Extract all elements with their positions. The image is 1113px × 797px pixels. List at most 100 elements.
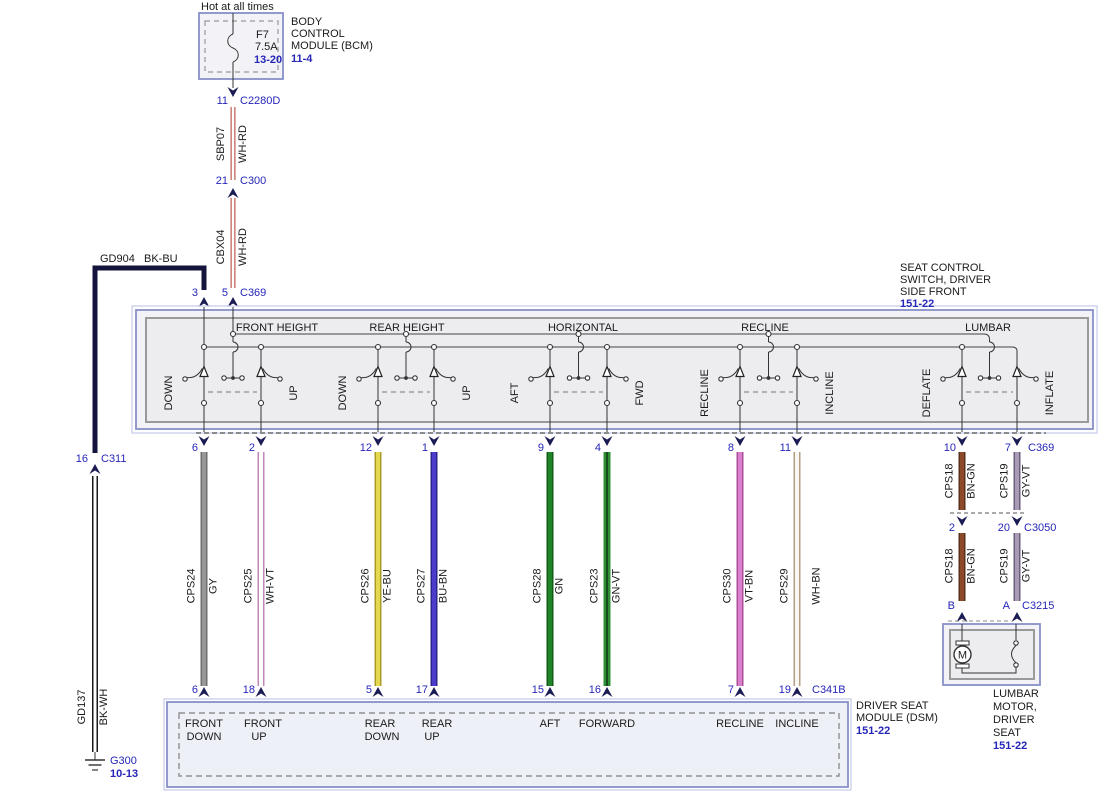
switch-position-label: UP xyxy=(288,385,300,400)
wire-circuit-label: CPS27 xyxy=(416,569,428,604)
ground-circuit-label: GD904 xyxy=(100,253,135,265)
wire-color-label: VT-BN xyxy=(744,570,756,602)
dsm-page-ref-link[interactable]: 151-22 xyxy=(856,725,890,737)
ground-page-ref-link[interactable]: 10-13 xyxy=(110,768,138,780)
hot-at-all-times-label: Hot at all times xyxy=(201,1,274,13)
bcm-page-ref-link[interactable]: 11-4 xyxy=(291,53,313,65)
wire-circuit-label: CPS18 xyxy=(944,549,956,584)
pin-label: 10 xyxy=(944,442,956,454)
dsm-label: AFT xyxy=(540,718,561,730)
arrow-up-icon xyxy=(198,297,210,307)
arrow-down-icon xyxy=(227,87,239,97)
motor-contact-arc xyxy=(1011,645,1017,664)
seat-control-switch-box: SEAT CONTROL SWITCH, DRIVER SIDE FRONT 1… xyxy=(131,262,1098,434)
dsm-label: RECLINE xyxy=(716,718,764,730)
wire-circuit-label: CPS19 xyxy=(999,549,1011,584)
switch-section-horizontal[interactable]: AFT FWD xyxy=(509,330,646,433)
dsm-label: DOWN xyxy=(365,731,400,743)
lumbar-branch: CPS18 BN-GN CPS19 GY-VT 2 20 C3050 CPS18… xyxy=(944,452,1056,622)
wire-color-label: YE-BU xyxy=(382,569,394,603)
pin-3-label: 3 xyxy=(192,287,198,299)
dsm-label: UP xyxy=(424,731,439,743)
connector-c300-link[interactable]: C300 xyxy=(240,175,266,187)
ground-color-label: BK-BU xyxy=(144,253,178,265)
wire-circuit-label: CPS28 xyxy=(532,569,544,604)
switch-label-line3: SIDE FRONT xyxy=(900,286,967,298)
pin-label: 20 xyxy=(998,522,1010,534)
bcm-name-line2: CONTROL xyxy=(291,28,345,40)
pin-label: 2 xyxy=(949,522,955,534)
pin-label: 6 xyxy=(192,442,198,454)
lumbar-motor-label-line4: SEAT xyxy=(993,727,1021,739)
arrow-up-icon xyxy=(198,687,210,697)
connector-c3215-link[interactable]: C3215 xyxy=(1022,600,1054,612)
switch-section-lumbar[interactable]: DEFLATE INFLATE xyxy=(921,339,1056,433)
wire-circuit-label: CPS29 xyxy=(779,569,791,604)
wire-color-label: WH-RD xyxy=(237,125,249,163)
wire-color-label: BK-WH xyxy=(98,689,110,726)
section-title: HORIZONTAL xyxy=(548,322,618,334)
switch-position-label: INFLATE xyxy=(1044,371,1056,415)
pin-label: 17 xyxy=(416,684,428,696)
lumbar-motor-page-ref-link[interactable]: 151-22 xyxy=(993,740,1027,752)
connector-c3050-link[interactable]: C3050 xyxy=(1024,522,1056,534)
arrow-down-icon xyxy=(198,436,210,446)
pin-label: 16 xyxy=(589,684,601,696)
pin-16-label: 16 xyxy=(76,453,88,465)
dsm-box-inner-dashed xyxy=(178,712,840,777)
pin-label: 5 xyxy=(366,684,372,696)
pin-11-label: 11 xyxy=(217,95,228,107)
dsm-label: FORWARD xyxy=(579,718,635,730)
fuse-box-inner-dashed xyxy=(204,20,279,73)
main-wire-runs: CPS24 GY CPS25 WH-VT CPS26 YE-BU CPS27 B… xyxy=(186,452,823,686)
wire-color-label: GY xyxy=(208,577,220,594)
wire-circuit-label: CPS19 xyxy=(999,464,1011,499)
pin-label: 19 xyxy=(779,684,791,696)
wire-color-label: BU-BN xyxy=(438,569,450,603)
dsm-name-line2: MODULE (DSM) xyxy=(856,712,938,724)
wire-circuit-label: CPS18 xyxy=(944,464,956,499)
motor-letter: M xyxy=(958,650,967,662)
switch-section-recline[interactable]: RECLINE INCLINE xyxy=(699,330,836,433)
ground-branch: GD904 BK-BU 16 C311 GD137 BK-WH G300 10-… xyxy=(76,253,207,780)
arrow-up-icon xyxy=(227,297,239,307)
wire-circuit-label: CPS23 xyxy=(589,569,601,604)
arrow-down-icon xyxy=(956,516,968,526)
dsm-label: UP xyxy=(251,731,266,743)
section-title: RECLINE xyxy=(741,322,789,334)
bcm-name-line1: BODY xyxy=(291,16,323,28)
connector-c341b-link[interactable]: C341B xyxy=(812,684,846,696)
bcm-fuse-block: Hot at all times F7 7.5A 13-20 BODY CONT… xyxy=(198,1,373,88)
switch-position-label: AFT xyxy=(509,382,521,403)
ground-symbol-icon xyxy=(85,752,105,771)
dsm-label: REAR xyxy=(422,718,453,730)
wire-circuit-label: CPS30 xyxy=(722,569,734,604)
pin-label: 7 xyxy=(1005,442,1011,454)
fuse-name: F7 xyxy=(256,29,269,41)
switch-label-line1: SEAT CONTROL xyxy=(900,262,985,274)
switch-position-label: INCLINE xyxy=(824,371,836,414)
connector-c311-link[interactable]: C311 xyxy=(101,453,126,465)
switch-position-label: UP xyxy=(461,385,473,400)
arrow-up-icon xyxy=(227,188,239,198)
connector-c369-top-link[interactable]: C369 xyxy=(240,287,266,299)
dsm-box xyxy=(166,701,849,788)
connector-c369-link[interactable]: C369 xyxy=(1028,442,1054,454)
connector-c2280d-link[interactable]: C2280D xyxy=(240,95,280,107)
fuse-symbol xyxy=(227,33,239,63)
section-title: FRONT HEIGHT xyxy=(236,322,319,334)
lumbar-motor-label-line3: DRIVER xyxy=(993,714,1035,726)
switch-section-front-height[interactable]: DOWN UP xyxy=(163,330,300,433)
fuse-box xyxy=(198,12,284,80)
switch-section-rear-height[interactable]: DOWN UP xyxy=(337,330,473,433)
fuse-page-ref-link[interactable]: 13-20 xyxy=(254,54,282,66)
ground-name-link[interactable]: G300 xyxy=(110,755,137,767)
pin-5-label: 5 xyxy=(222,287,228,299)
pin-label: 4 xyxy=(595,442,601,454)
wire-color-label: GN-VT xyxy=(611,569,623,604)
pin-label: 8 xyxy=(728,442,734,454)
switch-page-ref-link[interactable]: 151-22 xyxy=(900,298,934,310)
dsm-label: DOWN xyxy=(187,731,222,743)
wire-circuit-label: CPS26 xyxy=(360,569,372,604)
